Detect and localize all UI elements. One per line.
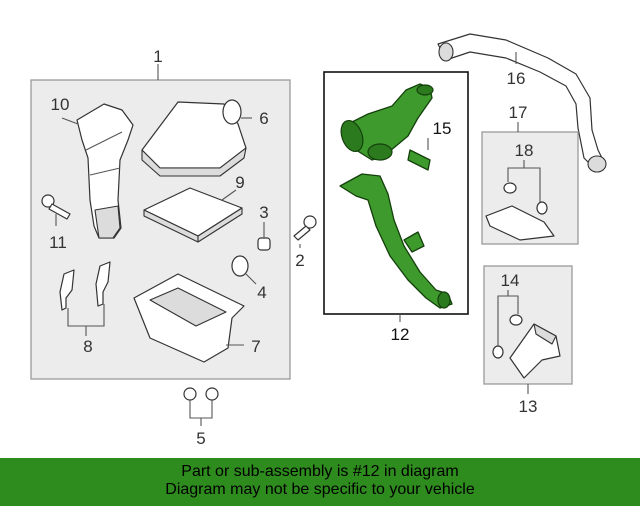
part-18-fasteners[interactable] xyxy=(503,160,548,215)
callout-3: 3 xyxy=(259,203,268,222)
callout-10: 10 xyxy=(51,95,70,114)
part-16-outlet-hose[interactable] xyxy=(437,33,607,173)
callout-13: 13 xyxy=(519,397,538,416)
callout-8: 8 xyxy=(83,337,92,356)
callout-5: 5 xyxy=(196,429,205,448)
part-14-fasteners[interactable] xyxy=(492,290,523,359)
callout-14: 14 xyxy=(501,271,520,290)
part-3-grommet[interactable] xyxy=(257,222,271,251)
notice-banner: Part or sub-assembly is #12 in diagram D… xyxy=(0,458,640,506)
callout-17: 17 xyxy=(509,103,528,122)
callout-15: 15 xyxy=(433,119,452,138)
part-9-air-filter[interactable] xyxy=(143,187,243,243)
part-13-shield[interactable] xyxy=(509,323,561,379)
part-8-clips[interactable] xyxy=(59,261,111,336)
part-12-air-intake-tube[interactable] xyxy=(337,83,453,309)
notice-line-2: Diagram may not be specific to your vehi… xyxy=(165,481,475,498)
part-4-insulator[interactable] xyxy=(231,255,257,285)
callout-4: 4 xyxy=(257,283,266,302)
part-6-air-cleaner-cover[interactable] xyxy=(141,99,252,177)
callout-18: 18 xyxy=(515,141,534,160)
part-17-bracket[interactable] xyxy=(485,205,555,241)
callout-11: 11 xyxy=(49,233,67,252)
part-11-bolt[interactable] xyxy=(41,194,71,226)
callout-12: 12 xyxy=(391,325,410,344)
part-2-bolt[interactable] xyxy=(293,215,317,248)
notice-line-1: Part or sub-assembly is #12 in diagram xyxy=(181,463,459,480)
callout-16: 16 xyxy=(507,69,526,88)
callout-2: 2 xyxy=(295,251,304,270)
part-10-intake-duct[interactable] xyxy=(61,103,134,239)
callout-7: 7 xyxy=(251,337,260,356)
part-15-sensor[interactable] xyxy=(407,138,431,171)
part-7-lower-housing[interactable] xyxy=(133,273,245,363)
callout-6: 6 xyxy=(259,109,268,128)
callout-1: 1 xyxy=(153,47,162,66)
part-5-grommets[interactable] xyxy=(183,387,219,426)
callout-9: 9 xyxy=(235,173,244,192)
